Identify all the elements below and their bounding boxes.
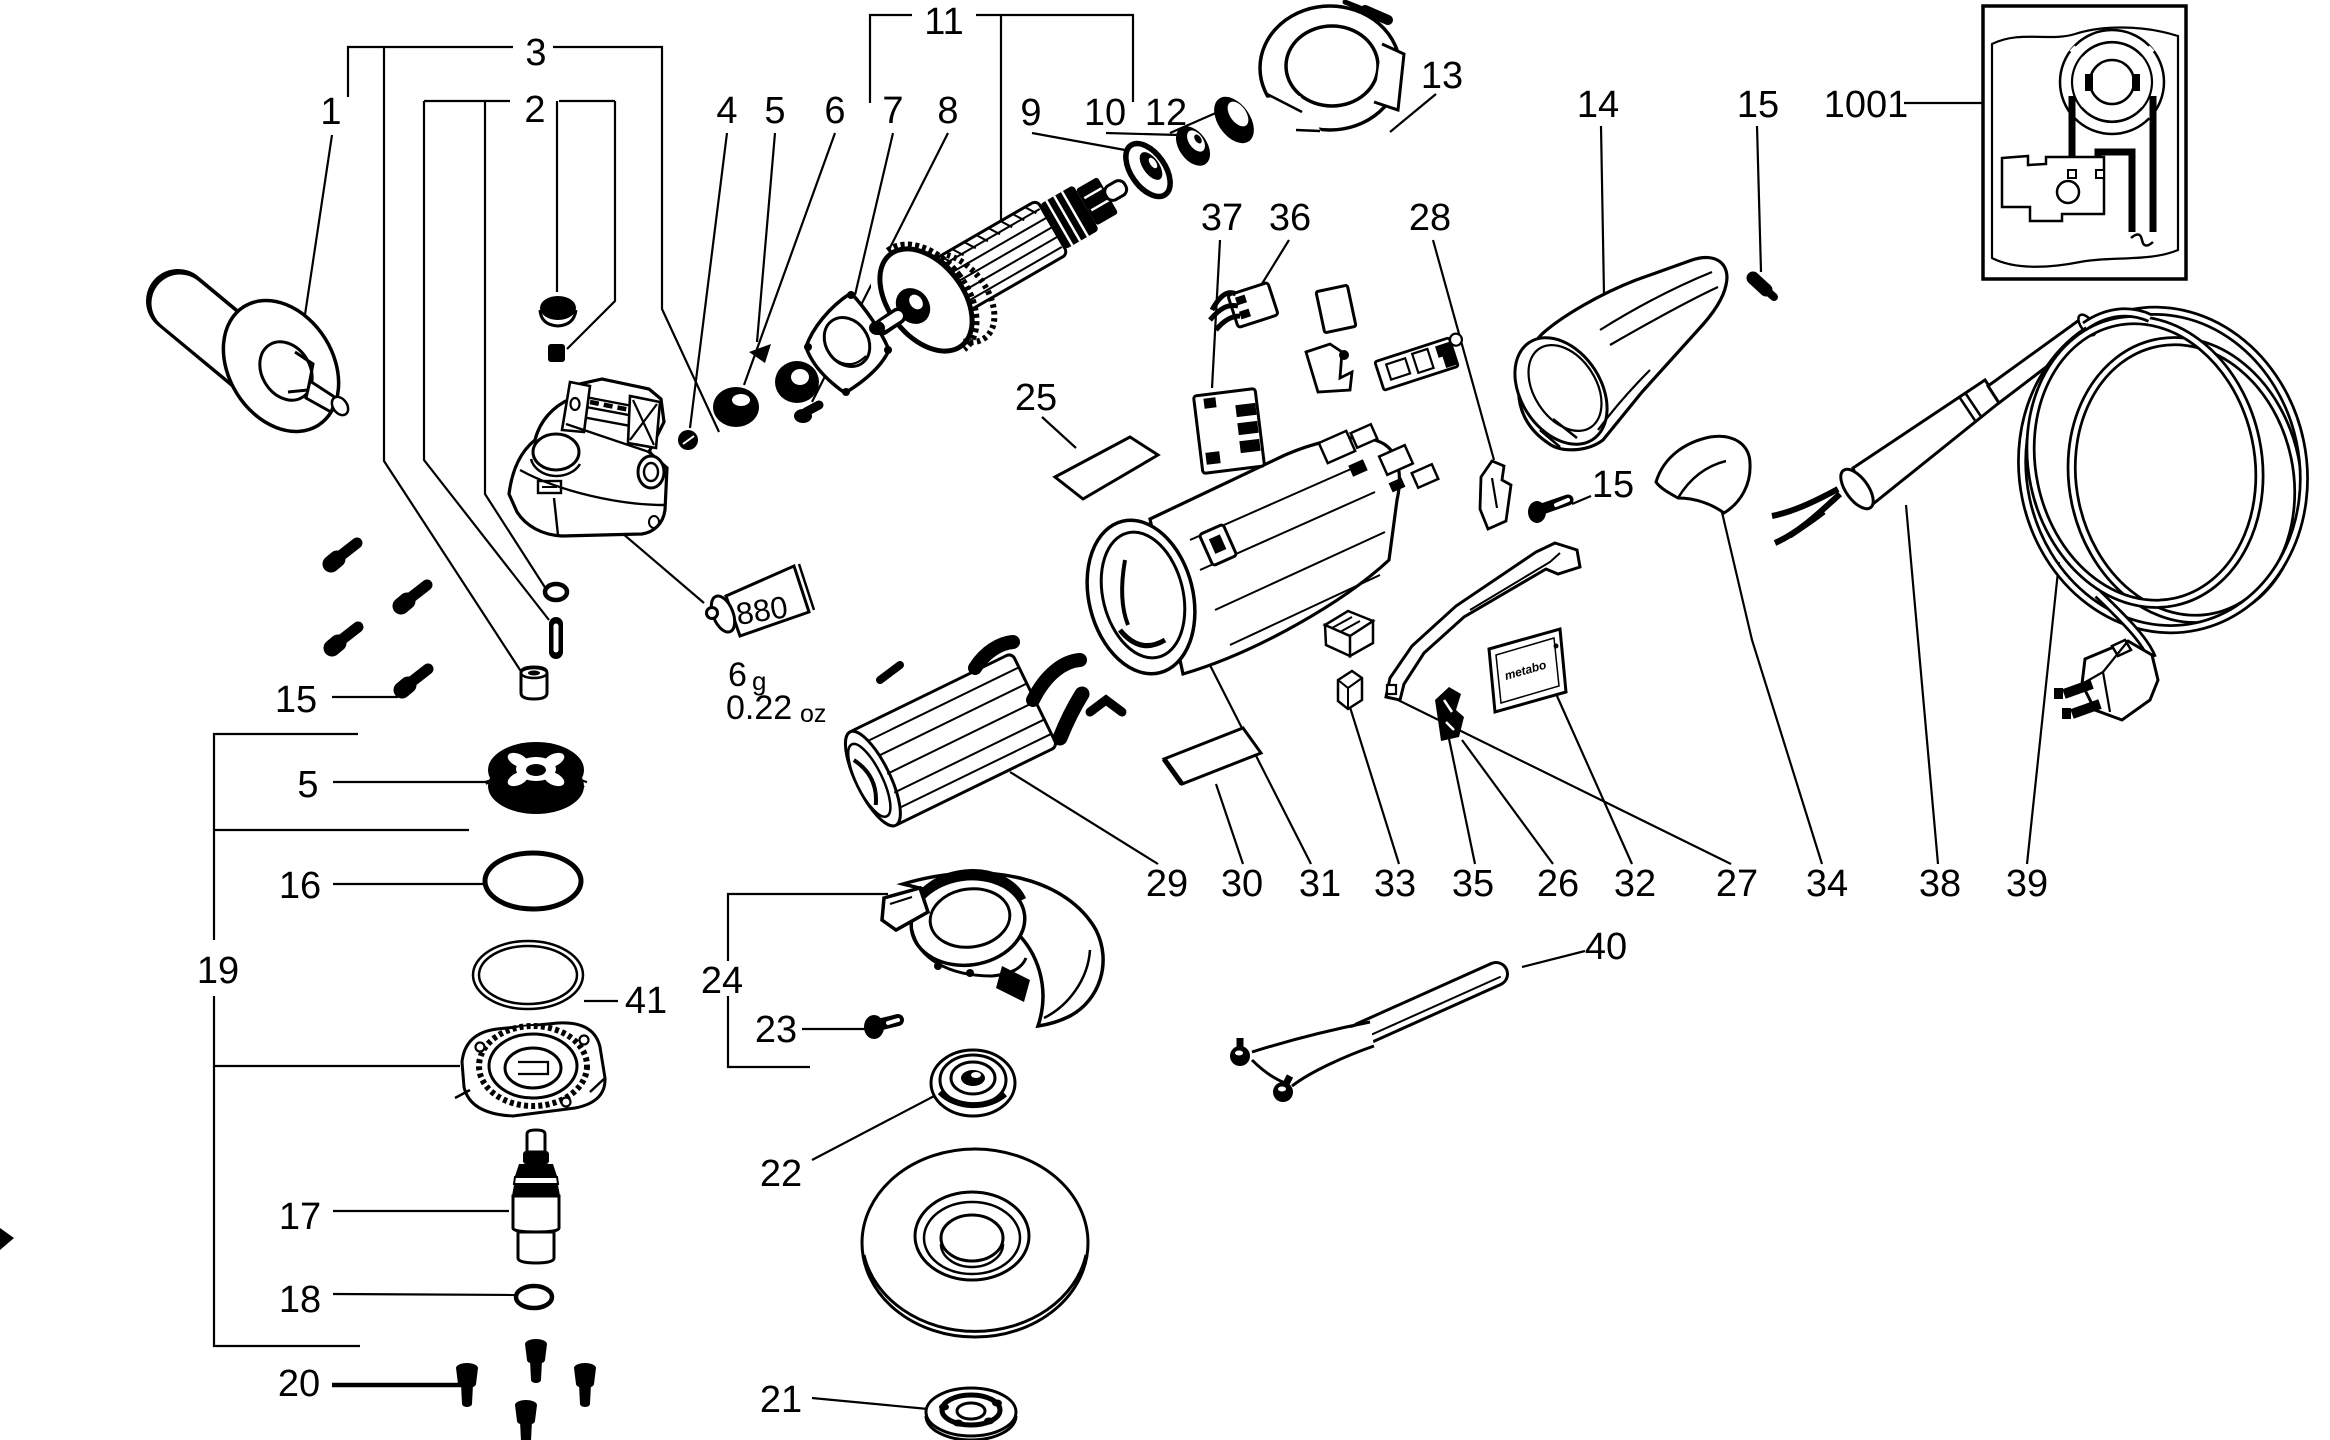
svg-text:25: 25 (1015, 377, 1057, 419)
svg-text:g: g (752, 666, 766, 696)
svg-text:4: 4 (716, 90, 737, 132)
svg-text:1: 1 (320, 91, 341, 133)
svg-text:880: 880 (734, 589, 791, 632)
svg-text:13: 13 (1421, 55, 1463, 97)
svg-text:17: 17 (279, 1196, 321, 1238)
svg-text:38: 38 (1919, 863, 1961, 905)
svg-text:26: 26 (1537, 863, 1579, 905)
svg-text:14: 14 (1577, 84, 1619, 126)
svg-text:22: 22 (760, 1153, 802, 1195)
svg-text:0.22: 0.22 (726, 689, 792, 727)
svg-text:23: 23 (755, 1009, 797, 1051)
svg-text:19: 19 (197, 950, 239, 992)
svg-text:30: 30 (1221, 863, 1263, 905)
svg-text:41: 41 (625, 980, 667, 1022)
svg-text:34: 34 (1806, 863, 1848, 905)
svg-text:15: 15 (275, 679, 317, 721)
svg-text:28: 28 (1409, 197, 1451, 239)
svg-text:16: 16 (279, 865, 321, 907)
svg-text:15: 15 (1592, 464, 1634, 506)
svg-text:5: 5 (764, 90, 785, 132)
svg-text:7: 7 (882, 90, 903, 132)
svg-text:39: 39 (2006, 863, 2048, 905)
svg-text:12: 12 (1145, 92, 1187, 134)
svg-text:29: 29 (1146, 863, 1188, 905)
svg-text:18: 18 (279, 1279, 321, 1321)
svg-text:11: 11 (924, 1, 963, 43)
svg-text:27: 27 (1716, 863, 1758, 905)
svg-text:33: 33 (1374, 863, 1416, 905)
svg-text:20: 20 (278, 1363, 320, 1405)
svg-text:15: 15 (1737, 84, 1779, 126)
svg-text:oz: oz (800, 700, 826, 728)
svg-text:6: 6 (824, 90, 845, 132)
svg-text:37: 37 (1201, 197, 1243, 239)
svg-text:35: 35 (1452, 863, 1494, 905)
svg-text:2: 2 (524, 89, 545, 131)
svg-text:1001: 1001 (1824, 84, 1909, 126)
svg-text:36: 36 (1269, 197, 1311, 239)
svg-text:21: 21 (760, 1379, 802, 1421)
svg-text:31: 31 (1299, 863, 1341, 905)
svg-text:10: 10 (1084, 92, 1126, 134)
svg-text:32: 32 (1614, 863, 1656, 905)
svg-text:8: 8 (937, 90, 958, 132)
svg-text:3: 3 (525, 32, 546, 74)
svg-text:24: 24 (701, 960, 743, 1002)
svg-text:6: 6 (728, 656, 747, 694)
svg-text:40: 40 (1585, 926, 1627, 968)
svg-text:9: 9 (1020, 92, 1041, 134)
svg-text:5: 5 (297, 764, 318, 806)
